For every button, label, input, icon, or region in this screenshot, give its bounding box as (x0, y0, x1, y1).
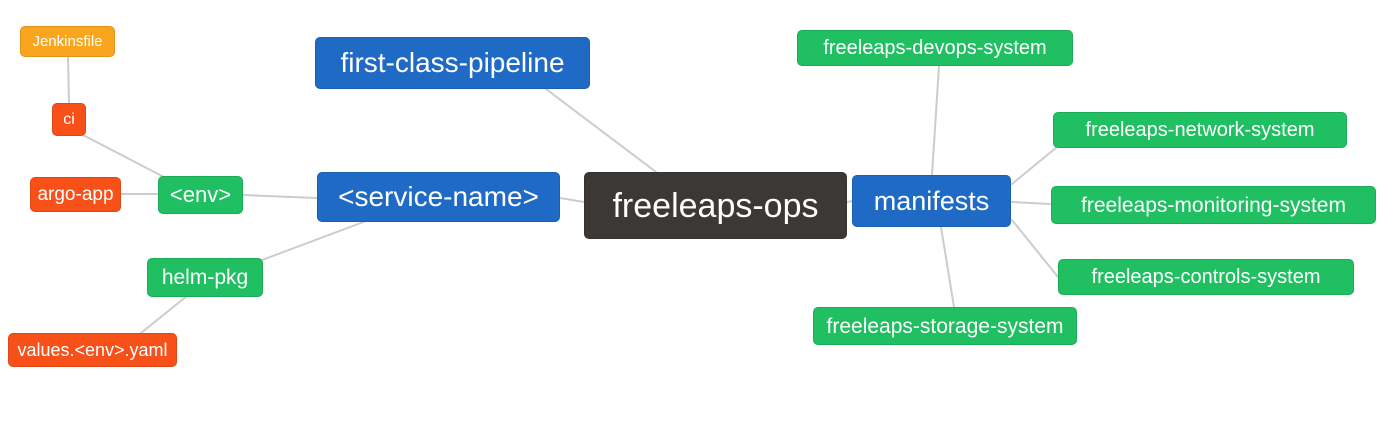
connector-manifests-controls-system (1011, 219, 1059, 278)
connector-env-service-name (242, 194, 318, 199)
connector-values-helm-pkg (140, 295, 188, 334)
node-freeleaps-monitoring-system[interactable]: freeleaps-monitoring-system (1051, 186, 1376, 224)
node-argo-app[interactable]: argo-app (30, 177, 121, 212)
node-service-name[interactable]: <service-name> (317, 172, 560, 222)
connector-manifests-devops-system (931, 65, 940, 176)
node-helm-pkg[interactable]: helm-pkg (147, 258, 263, 297)
connector-manifests-storage-system (940, 226, 955, 308)
connector-ci-env (82, 134, 165, 178)
node-freeleaps-ops[interactable]: freeleaps-ops (584, 172, 847, 239)
node-freeleaps-controls-system[interactable]: freeleaps-controls-system (1058, 259, 1354, 295)
node-ci[interactable]: ci (52, 103, 86, 136)
connector-manifests-network-system (1011, 146, 1058, 185)
node-freeleaps-network-system[interactable]: freeleaps-network-system (1053, 112, 1347, 148)
node-first-class-pipeline[interactable]: first-class-pipeline (315, 37, 590, 89)
node-freeleaps-storage-system[interactable]: freeleaps-storage-system (813, 307, 1077, 345)
node-jenkinsfile[interactable]: Jenkinsfile (20, 26, 115, 57)
node-values-env-yaml[interactable]: values.<env>.yaml (8, 333, 177, 367)
connector-service-freeleaps-ops (559, 197, 585, 203)
node-freeleaps-devops-system[interactable]: freeleaps-devops-system (797, 30, 1073, 66)
connector-pipeline-freeleaps-ops (545, 88, 657, 173)
connector-manifests-monitoring-system (1011, 201, 1051, 205)
node-manifests[interactable]: manifests (852, 175, 1011, 227)
connector-helm-pkg-service-name (261, 220, 367, 261)
connector-jenkinsfile-ci (67, 56, 70, 104)
node-env[interactable]: <env> (158, 176, 243, 214)
